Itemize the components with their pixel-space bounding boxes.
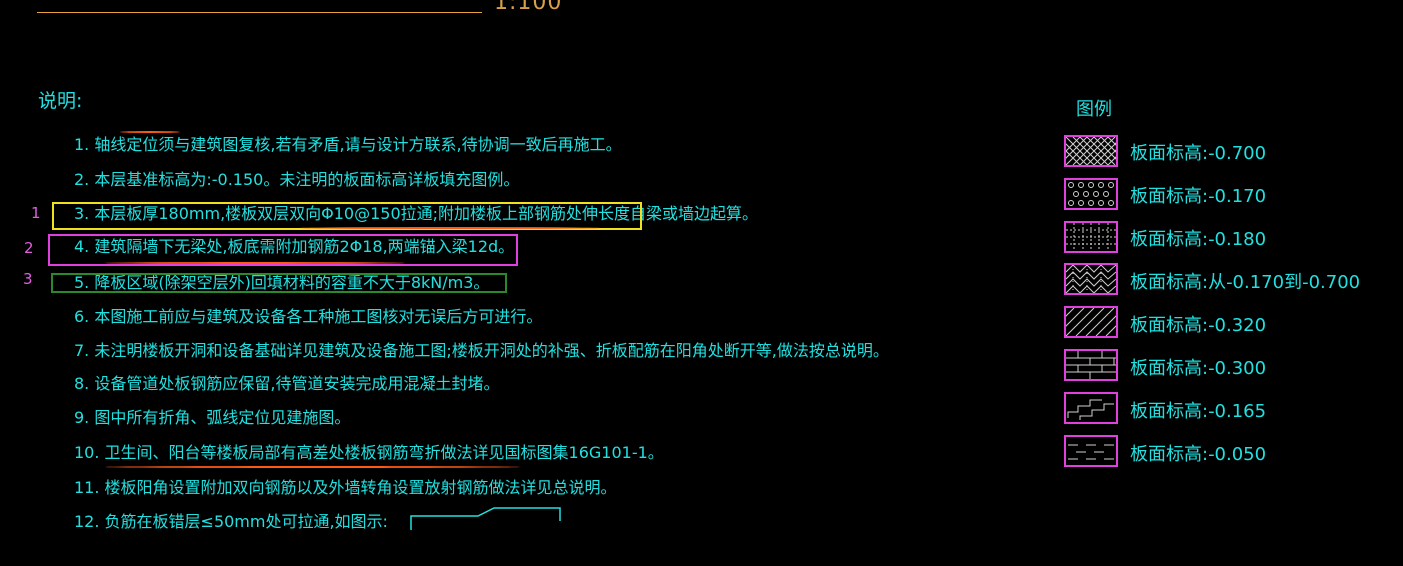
annotation-box-green[interactable] [51,273,507,293]
note-item: 5. 降板区域(除架空层外)回填材料的容重不大于8kN/m3。 [74,273,490,292]
legend-swatch-brick [1064,349,1118,381]
note-item: 4. 建筑隔墙下无梁处,板底需附加钢筋2Φ18,两端锚入梁12d。 [74,237,515,256]
scale-label: 1:100 [494,0,563,15]
annotation-underline [105,262,405,264]
notes-title: 说明: [38,90,83,112]
legend-swatch-grid [1064,221,1118,253]
legend-label: 板面标高:-0.300 [1130,358,1267,379]
legend-label: 板面标高:-0.320 [1130,315,1267,336]
annotation-underline [105,466,520,468]
title-underline [37,12,482,13]
note-item: 9. 图中所有折角、弧线定位见建施图。 [74,408,351,427]
note-item: 10. 卫生间、阳台等楼板局部有高差处楼板钢筋弯折做法详见国标图集16G101-… [74,443,664,462]
note-item: 3. 本层板厚180mm,楼板双层双向Φ10@150拉通;附加楼板上部钢筋处伸长… [74,204,759,223]
annotation-marker-3: 3 [23,270,33,288]
annotation-underline [300,227,600,229]
annotation-box-magenta[interactable] [48,234,518,266]
legend-swatch-herringbone [1064,263,1118,295]
note-item: 6. 本图施工前应与建筑及设备各工种施工图核对无误后方可进行。 [74,307,543,326]
note-item: 7. 未注明楼板开洞和设备基础详见建筑及设备施工图;楼板开洞处的补强、折板配筋在… [74,341,889,360]
legend-label: 板面标高:-0.180 [1130,229,1267,250]
legend-label: 板面标高:-0.050 [1130,444,1267,465]
annotation-underline [120,131,180,133]
annotation-marker-2: 2 [24,239,34,257]
note-item: 12. 负筋在板错层≤50mm处可拉通,如图示: [74,512,388,531]
legend-label: 板面标高:-0.170 [1130,186,1267,207]
legend-label: 板面标高:-0.700 [1130,143,1267,164]
legend-swatch-zigzag-steps [1064,392,1118,424]
note-item: 11. 楼板阳角设置附加双向钢筋以及外墙转角设置放射钢筋做法详见总说明。 [74,478,617,497]
note-item: 8. 设备管道处板钢筋应保留,待管道安装完成用混凝土封堵。 [74,374,500,393]
annotation-box-yellow[interactable] [52,202,642,230]
legend-swatch-diamond-crosshatch [1064,135,1118,167]
note-item: 2. 本层基准标高为:-0.150。未注明的板面标高详板填充图例。 [74,170,520,189]
annotation-marker-1: 1 [31,204,41,222]
legend-swatch-diagonal-lines [1064,306,1118,338]
legend-label: 板面标高:-0.165 [1130,401,1267,422]
legend-label: 板面标高:从-0.170到-0.700 [1130,272,1361,293]
legend-swatch-dashes [1064,435,1118,467]
note-item: 1. 轴线定位须与建筑图复核,若有矛盾,请与设计方联系,待协调一致后再施工。 [74,135,622,154]
legend-swatch-circles [1064,178,1118,210]
legend-title: 图例 [1076,99,1112,120]
